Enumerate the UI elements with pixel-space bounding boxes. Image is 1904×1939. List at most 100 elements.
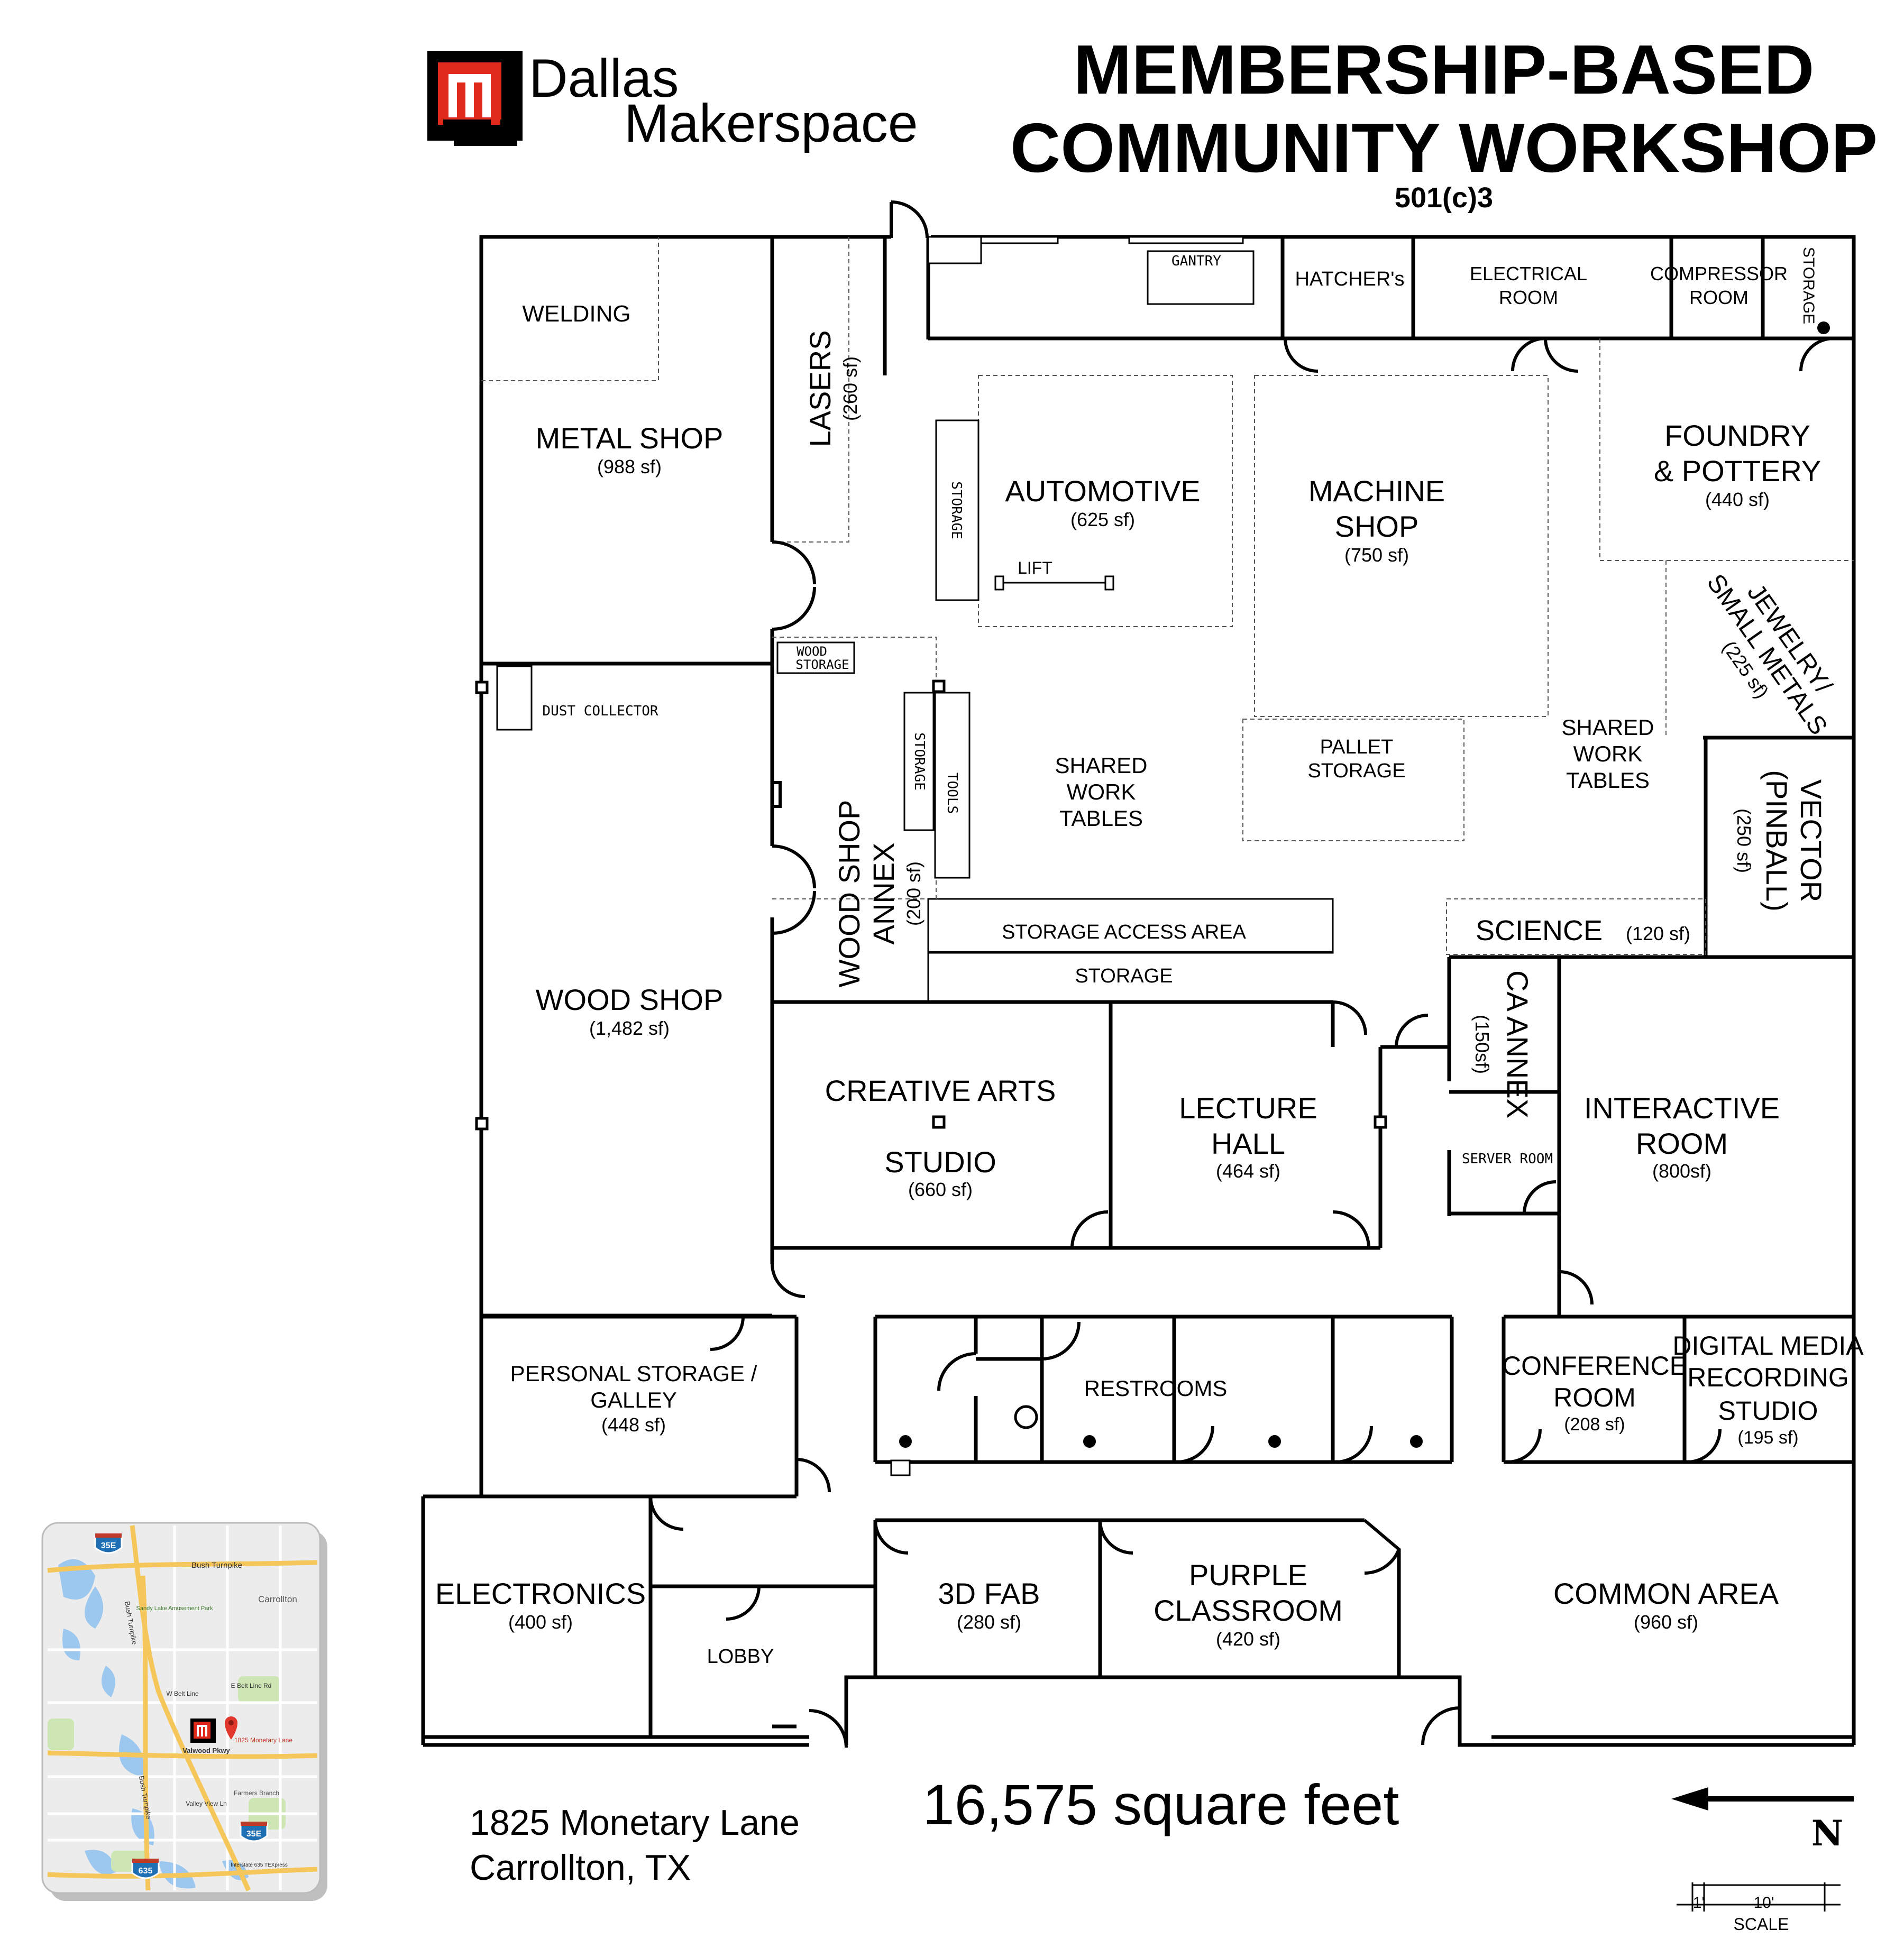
label-lasers: LASERS xyxy=(803,330,837,447)
label-science: SCIENCE xyxy=(1476,915,1603,946)
label-fab-area: (280 sf) xyxy=(957,1611,1021,1633)
label-lecture-area: (464 sf) xyxy=(1216,1160,1280,1182)
label-storage-access: STORAGE ACCESS AREA xyxy=(1002,921,1246,943)
label-foundry-2: & POTTERY xyxy=(1654,454,1821,488)
label-vector-area: (250 sf) xyxy=(1733,808,1755,873)
location-map: 35E 35E 635 Bush Turnpike Bush Turnpike … xyxy=(41,1522,327,1901)
label-lift: LIFT xyxy=(1018,558,1052,577)
label-shared-2c: TABLES xyxy=(1566,768,1650,793)
map-highways xyxy=(47,1525,318,1891)
north-label: N xyxy=(1811,1813,1843,1854)
label-hatchers: HATCHER's xyxy=(1295,268,1404,290)
label-pallet-2: STORAGE xyxy=(1307,760,1405,782)
map-park: Sandy Lake Amusement Park xyxy=(136,1605,213,1612)
label-storage-auto: STORAGE xyxy=(948,481,964,539)
map-city-carrollton: Carrollton xyxy=(258,1594,297,1604)
label-metal-shop: METAL SHOP xyxy=(536,421,724,455)
dashed-zones xyxy=(481,237,1854,955)
scale-bar xyxy=(1677,1882,1841,1912)
scale-large: 10' xyxy=(1753,1894,1774,1912)
label-purple-area: (420 sf) xyxy=(1216,1628,1280,1650)
label-annex-area: (200 sf) xyxy=(903,861,924,926)
label-wood-storage-2: STORAGE xyxy=(795,657,849,672)
fixture-dots xyxy=(899,321,1830,1448)
scale-small: 1' xyxy=(1693,1894,1705,1912)
brand-name-line2: Makerspace xyxy=(624,93,918,153)
label-restrooms: RESTROOMS xyxy=(1084,1376,1228,1401)
label-shared-1c: TABLES xyxy=(1059,806,1143,831)
label-foundry-1: FOUNDRY xyxy=(1664,419,1810,452)
label-creative-1: CREATIVE ARTS xyxy=(825,1074,1056,1107)
label-digital-2: RECORDING xyxy=(1687,1363,1849,1392)
map-road-valwood: Valwood Pkwy xyxy=(182,1747,230,1754)
label-foundry-area: (440 sf) xyxy=(1705,489,1770,510)
label-common-area: (960 sf) xyxy=(1634,1611,1698,1633)
label-compressor-1: COMPRESSOR xyxy=(1650,263,1788,284)
label-vector-2: (PINBALL) xyxy=(1760,770,1793,912)
room-labels: WELDING METAL SHOP (988 sf) LASERS (260 … xyxy=(435,247,1864,1668)
label-vector-1: VECTOR xyxy=(1795,779,1828,902)
label-conference-area: (208 sf) xyxy=(1564,1414,1625,1435)
label-automotive-area: (625 sf) xyxy=(1070,509,1135,530)
label-electronics-area: (400 sf) xyxy=(508,1611,573,1633)
footer: 1825 Monetary Lane Carrollton, TX 16,575… xyxy=(470,1772,1854,1934)
address-line2: Carrollton, TX xyxy=(470,1848,691,1888)
map-minor-roads xyxy=(48,1526,317,1890)
label-wood-shop-area: (1,482 sf) xyxy=(589,1017,670,1039)
door-swings xyxy=(649,200,1834,1748)
map-shield-35e-top: 35E xyxy=(101,1541,116,1550)
label-electronics: ELECTRONICS xyxy=(435,1577,646,1610)
scale-label: SCALE xyxy=(1734,1915,1789,1934)
page-title-line1: MEMBERSHIP-BASED xyxy=(1073,31,1815,108)
label-machine-area: (750 sf) xyxy=(1344,544,1409,566)
label-pallet-1: PALLET xyxy=(1320,736,1394,758)
label-ca-annex: CA ANNEX xyxy=(1501,970,1534,1118)
label-lobby: LOBBY xyxy=(707,1646,774,1668)
map-location-pin: 1825 Monetary Lane xyxy=(190,1716,292,1744)
label-storage-strip: STORAGE xyxy=(1075,965,1173,987)
label-storage-vertical: STORAGE xyxy=(1800,247,1817,324)
dallas-makerspace-logo xyxy=(427,51,523,146)
page-subtitle: 501(c)3 xyxy=(1394,182,1494,214)
fixtures xyxy=(475,236,1387,1476)
label-creative-area: (660 sf) xyxy=(908,1179,973,1200)
map-shields xyxy=(94,1533,268,1879)
map-shield-635: 635 xyxy=(139,1867,153,1876)
label-conference-1: CONFERENCE xyxy=(1502,1351,1687,1381)
label-digital-1: DIGITAL MEDIA xyxy=(1672,1331,1864,1361)
label-digital-3: STUDIO xyxy=(1718,1396,1818,1426)
map-farmers-branch: Farmers Branch xyxy=(234,1789,279,1797)
label-creative-2: STUDIO xyxy=(884,1145,996,1179)
label-science-area: (120 sf) xyxy=(1626,923,1690,944)
map-road-bush-top: Bush Turnpike xyxy=(191,1561,242,1570)
label-server-room: SERVER ROOM xyxy=(1462,1151,1553,1167)
label-personal-area: (448 sf) xyxy=(601,1414,666,1436)
label-tools: TOOLS xyxy=(944,773,960,814)
north-arrow-head xyxy=(1671,1787,1708,1811)
label-storage-tall: STORAGE xyxy=(911,732,927,791)
label-interactive-1: INTERACTIVE xyxy=(1584,1091,1780,1125)
label-shared-1b: WORK xyxy=(1067,779,1136,804)
label-shared-1a: SHARED xyxy=(1055,753,1147,778)
label-annex-2: ANNEX xyxy=(867,843,900,945)
label-machine-2: SHOP xyxy=(1335,510,1419,543)
address-line1: 1825 Monetary Lane xyxy=(470,1803,800,1843)
label-fab: 3D FAB xyxy=(938,1577,1040,1610)
label-purple-1: PURPLE xyxy=(1189,1558,1307,1592)
label-lecture-2: HALL xyxy=(1211,1127,1285,1160)
map-shield-635-label: Interstate 635 TEXpress xyxy=(231,1862,288,1868)
map-road-valley-view: Valley View Ln xyxy=(186,1800,227,1807)
label-shared-2b: WORK xyxy=(1573,741,1643,766)
label-shared-2a: SHARED xyxy=(1561,715,1654,740)
label-compressor-2: ROOM xyxy=(1689,287,1749,308)
map-road-w-belt: W Belt Line xyxy=(166,1690,199,1697)
total-square-feet: 16,575 square feet xyxy=(923,1772,1399,1836)
label-conference-2: ROOM xyxy=(1553,1383,1636,1412)
map-shield-35e-bottom: 35E xyxy=(246,1830,262,1839)
label-digital-area: (195 sf) xyxy=(1737,1428,1798,1448)
label-lecture-1: LECTURE xyxy=(1179,1091,1317,1125)
label-welding: WELDING xyxy=(522,301,630,327)
label-metal-shop-area: (988 sf) xyxy=(597,456,662,477)
